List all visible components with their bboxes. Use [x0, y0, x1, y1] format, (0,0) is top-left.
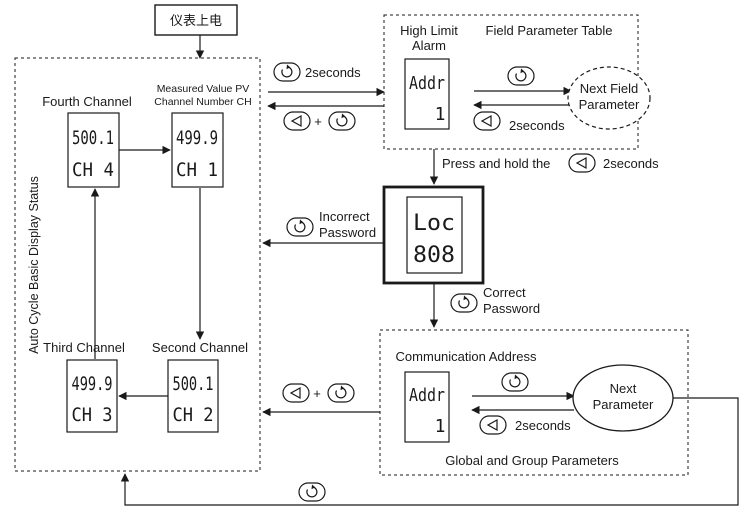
left-key-icon	[283, 111, 311, 131]
press-hold-seconds: 2seconds	[603, 156, 659, 171]
rotate-key-icon	[273, 62, 301, 82]
lcd-third-channel	[66, 359, 118, 433]
power-on-box	[154, 4, 238, 36]
lcd-third-value: 499.9	[72, 373, 113, 395]
communication-address-label: Communication Address	[396, 349, 537, 364]
channel-number-label: Channel Number CH	[154, 96, 251, 108]
rotate-key-icon	[286, 217, 314, 237]
lcd-first-value: 499.9	[176, 127, 218, 149]
lcd-password	[406, 196, 463, 274]
lcd-password-value: 808	[413, 243, 455, 268]
lcd-first-channel-number: CH 1	[176, 159, 218, 181]
next-parameter-line1: Next	[610, 381, 637, 396]
lcd-password-label: Loc	[413, 211, 455, 236]
lcd-first-channel	[171, 112, 224, 188]
lcd-fourth-channel-number: CH 4	[72, 159, 114, 181]
rotate-key-icon	[501, 372, 529, 392]
next-field-line2: Parameter	[579, 97, 640, 112]
alarm-label: Alarm	[412, 38, 446, 53]
to-field-table-seconds: 2seconds	[305, 65, 361, 80]
lcd-fourth-channel	[67, 112, 120, 188]
return-plus-top: +	[314, 114, 322, 129]
press-hold-label: Press and hold the	[442, 156, 550, 171]
rotate-key-icon	[298, 482, 326, 502]
lcd-field-address	[404, 58, 450, 130]
high-limit-label: High Limit	[400, 23, 458, 38]
lcd-field-address-value: 1	[435, 104, 446, 125]
lcd-global-address	[404, 371, 450, 443]
lcd-global-address-value: 1	[435, 416, 446, 437]
rotate-key-icon	[450, 293, 478, 313]
lcd-second-channel-number: CH 2	[173, 404, 214, 426]
rotate-key-icon	[328, 111, 356, 131]
lcd-global-address-label: Addr	[409, 385, 445, 406]
left-key-icon	[479, 415, 507, 435]
next-field-line1: Next Field	[580, 81, 639, 96]
lcd-field-address-label: Addr	[409, 73, 445, 94]
next-parameter-line2: Parameter	[593, 397, 654, 412]
basic-status-group	[14, 57, 261, 472]
loop-next-to-status	[120, 397, 739, 506]
lcd-fourth-value: 500.1	[72, 127, 114, 149]
fourth-channel-label: Fourth Channel	[42, 94, 132, 109]
global-two-seconds: 2seconds	[515, 418, 571, 433]
second-channel-label: Second Channel	[152, 340, 248, 355]
lcd-third-channel-number: CH 3	[72, 404, 113, 426]
field-parameter-title: Field Parameter Table	[486, 23, 613, 38]
correct-line2: Password	[483, 301, 540, 316]
measured-value-label: Measured Value PV	[157, 83, 250, 95]
basic-status-title: Auto Cycle Basic Display Status	[27, 176, 41, 354]
global-group-title: Global and Group Parameters	[445, 453, 619, 468]
third-channel-label: Third Channel	[43, 340, 125, 355]
global-parameter-group	[379, 329, 689, 476]
incorrect-line1: Incorrect	[319, 209, 370, 224]
field-table-two-seconds: 2seconds	[509, 118, 565, 133]
rotate-key-icon	[327, 383, 355, 403]
power-on-label: 仪表上电	[170, 13, 222, 28]
left-key-icon	[473, 111, 501, 131]
left-key-icon	[282, 383, 310, 403]
rotate-key-icon	[507, 66, 535, 86]
correct-line1: Correct	[483, 285, 526, 300]
return-plus-bottom: +	[313, 386, 321, 401]
left-key-icon	[568, 153, 596, 173]
next-field-parameter-node	[567, 66, 651, 130]
incorrect-line2: Password	[319, 225, 376, 240]
lcd-second-value: 500.1	[173, 373, 214, 395]
